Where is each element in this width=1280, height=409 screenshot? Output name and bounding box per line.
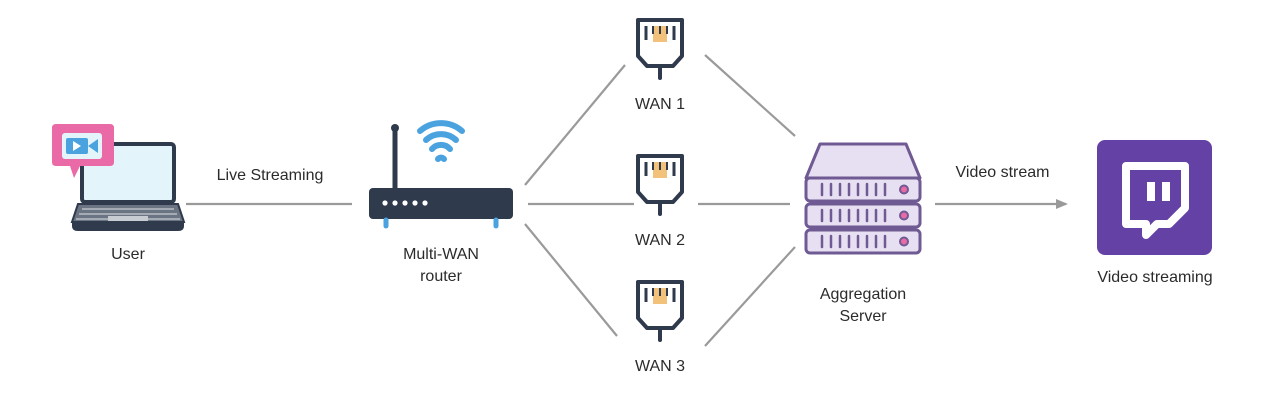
wan1-label: WAN 1 <box>634 96 686 113</box>
server-label: Aggregation Server <box>798 284 928 328</box>
wan3-ethernet-plug-icon <box>636 280 684 342</box>
live-streaming-label: Live Streaming <box>216 167 324 184</box>
edge-wan1-server <box>704 54 796 137</box>
wan1-ethernet-plug-icon <box>636 18 684 80</box>
video-stream-label: Video stream <box>955 164 1050 181</box>
edge-router-wan1 <box>524 64 626 186</box>
wan2-label: WAN 2 <box>634 232 686 249</box>
server-label-line1: Aggregation <box>819 286 907 303</box>
wan3-label: WAN 3 <box>634 358 686 375</box>
router-label: Multi-WAN router <box>376 244 506 288</box>
router-label-line2: router <box>420 268 462 285</box>
user-label: User <box>111 246 145 263</box>
wan2-ethernet-plug-icon <box>636 154 684 216</box>
edge-wan3-server <box>704 246 796 347</box>
wifi-router-icon <box>369 120 513 229</box>
server-rack-icon <box>804 142 922 255</box>
twitch-logo-icon <box>1097 140 1212 255</box>
laptop-with-video-icon <box>52 124 186 231</box>
server-label-line2: Server <box>839 308 887 325</box>
edge-router-wan3 <box>524 223 618 337</box>
video-streaming-label: Video streaming <box>1097 269 1213 286</box>
router-label-line1: Multi-WAN <box>403 246 479 263</box>
connectors <box>186 54 1068 347</box>
